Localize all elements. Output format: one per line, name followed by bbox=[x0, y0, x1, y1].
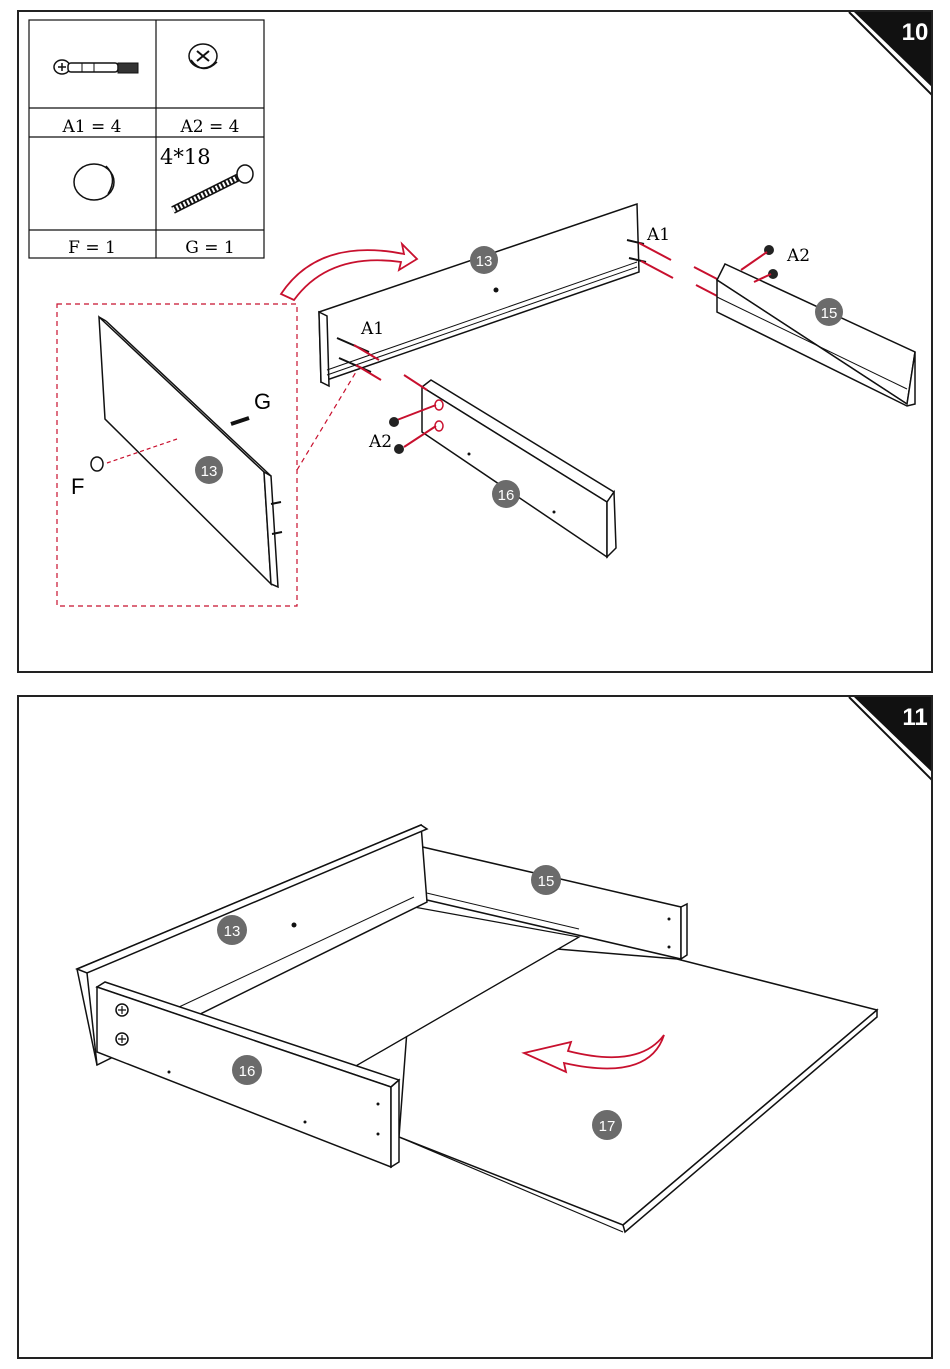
panel-15: 15 A2 bbox=[717, 245, 915, 406]
detail-box: G F 13 bbox=[57, 304, 359, 606]
step-11-drawing: 11 17 15 bbox=[19, 697, 933, 1359]
part-number: 15 bbox=[538, 873, 555, 890]
cam-lock-icon bbox=[189, 44, 217, 69]
step-number: 11 bbox=[902, 704, 927, 731]
parts-table: A1 = 4 A2 = 4 4*18 F = 1 G = 1 bbox=[29, 20, 264, 258]
screw-size-label: 4*18 bbox=[160, 145, 211, 169]
step-number: 10 bbox=[902, 19, 929, 46]
callout-a1-left: A1 bbox=[360, 319, 384, 339]
parts-label-a1: A1 = 4 bbox=[62, 117, 122, 137]
parts-label-g: G = 1 bbox=[185, 238, 234, 258]
step-11-panel: 11 17 15 bbox=[17, 695, 933, 1359]
parts-label-f: F = 1 bbox=[68, 238, 116, 258]
step-10-drawing: 10 A1 = 4 A2 = 4 bbox=[19, 12, 933, 673]
step-10-panel: 10 A1 = 4 A2 = 4 bbox=[17, 10, 933, 673]
panel-13-long: 13 A1 A1 bbox=[319, 204, 673, 386]
cam-bolt-icon bbox=[54, 60, 138, 74]
part-number: 13 bbox=[201, 463, 218, 480]
part-number: 13 bbox=[476, 253, 493, 270]
callout-a1-right: A1 bbox=[646, 225, 670, 245]
part-number: 15 bbox=[821, 305, 838, 322]
screw-icon bbox=[173, 165, 253, 210]
callout-a2-right: A2 bbox=[786, 246, 810, 266]
part-number: 17 bbox=[599, 1118, 616, 1135]
callout-g: G bbox=[254, 389, 271, 414]
part-number: 16 bbox=[498, 487, 515, 504]
part-number: 13 bbox=[224, 923, 241, 940]
parts-label-a2: A2 = 4 bbox=[180, 117, 240, 137]
panel-16: A2 16 bbox=[368, 375, 616, 557]
step-number-corner: 10 bbox=[849, 12, 933, 98]
callout-f: F bbox=[71, 474, 84, 499]
knob-icon bbox=[74, 164, 114, 200]
part-number: 16 bbox=[239, 1063, 256, 1080]
step-number-corner: 11 bbox=[849, 697, 933, 783]
callout-a2-left: A2 bbox=[368, 432, 392, 452]
